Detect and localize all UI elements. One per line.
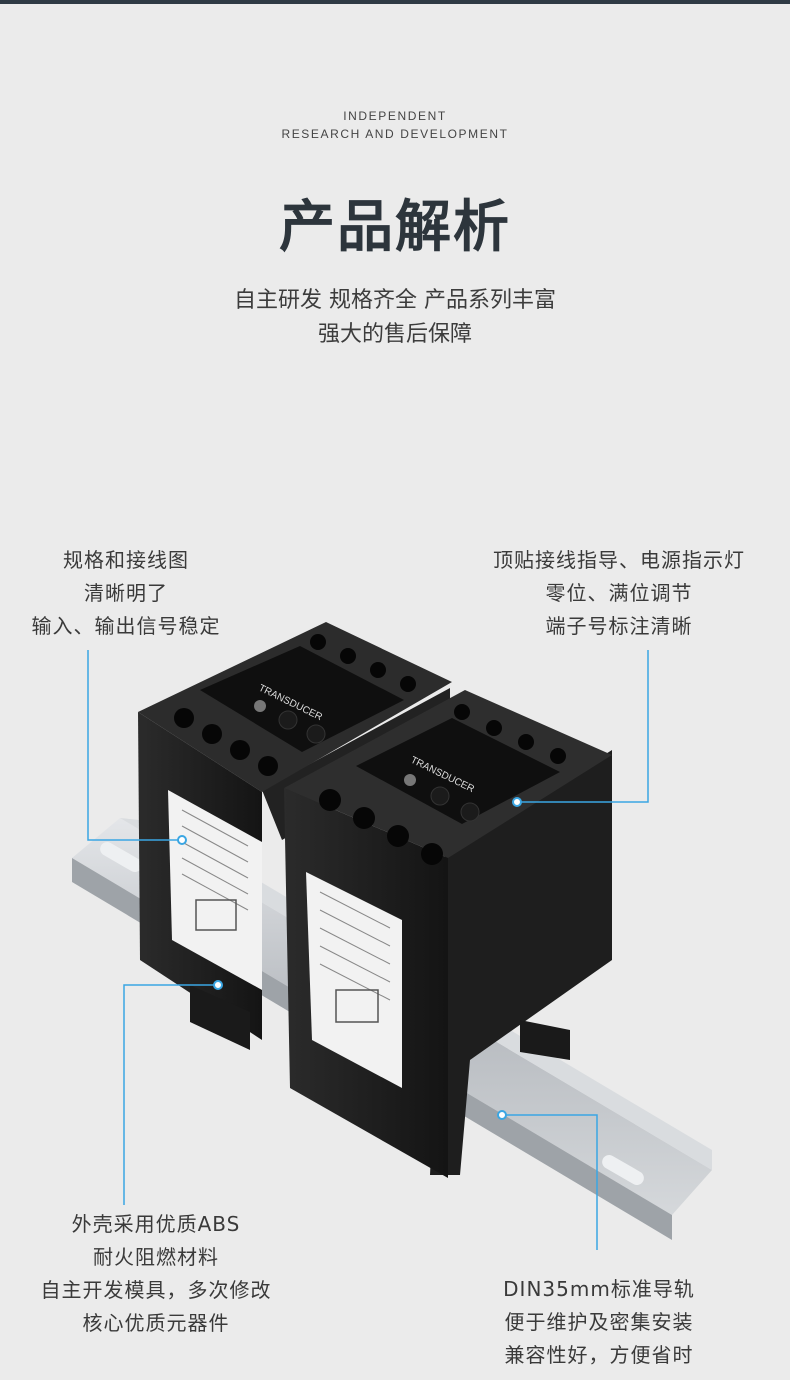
callout-top-right-line-1: 顶贴接线指导、电源指示灯 [493,548,745,572]
eyebrow-line-2: RESEARCH AND DEVELOPMENT [281,127,509,141]
eyebrow-line-1: INDEPENDENT [343,109,447,123]
callout-top-left-line-3: 输入、输出信号稳定 [31,614,221,638]
callout-top-right: 顶贴接线指导、电源指示灯 零位、满位调节 端子号标注清晰 [460,544,778,643]
page-title: 产品解析 [279,195,511,260]
callout-top-left-line-2: 清晰明了 [84,581,168,605]
callout-bottom-left-line-1: 外壳采用优质ABS [71,1212,241,1236]
callout-bottom-left: 外壳采用优质ABS 耐火阻燃材料 自主开发模具，多次修改 核心优质元器件 [14,1208,298,1340]
subtitle-line-1: 自主研发 规格齐全 产品系列丰富 [234,288,556,313]
top-border [0,0,790,4]
subtitle-line-2: 强大的售后保障 [317,322,472,347]
callout-top-right-line-2: 零位、满位调节 [545,581,693,605]
callout-bottom-right: DIN35mm标准导轨 便于维护及密集安装 兼容性好，方便省时 [476,1273,722,1372]
callout-bottom-left-line-3: 自主开发模具，多次修改 [40,1278,272,1302]
callout-bottom-left-line-2: 耐火阻燃材料 [93,1245,219,1269]
callout-bottom-right-line-1: DIN35mm标准导轨 [503,1277,695,1301]
callout-lines [87,650,649,1250]
callout-bottom-right-line-2: 便于维护及密集安装 [504,1310,694,1334]
callout-bottom-left-line-4: 核心优质元器件 [82,1311,230,1335]
right-transducer-module [284,690,612,1178]
callout-bottom-right-line-3: 兼容性好，方便省时 [504,1343,694,1367]
callout-top-left: 规格和接线图 清晰明了 输入、输出信号稳定 [8,544,244,643]
callout-top-left-line-1: 规格和接线图 [63,548,189,572]
callout-top-right-line-3: 端子号标注清晰 [545,614,693,638]
callout-dots [177,797,522,1120]
